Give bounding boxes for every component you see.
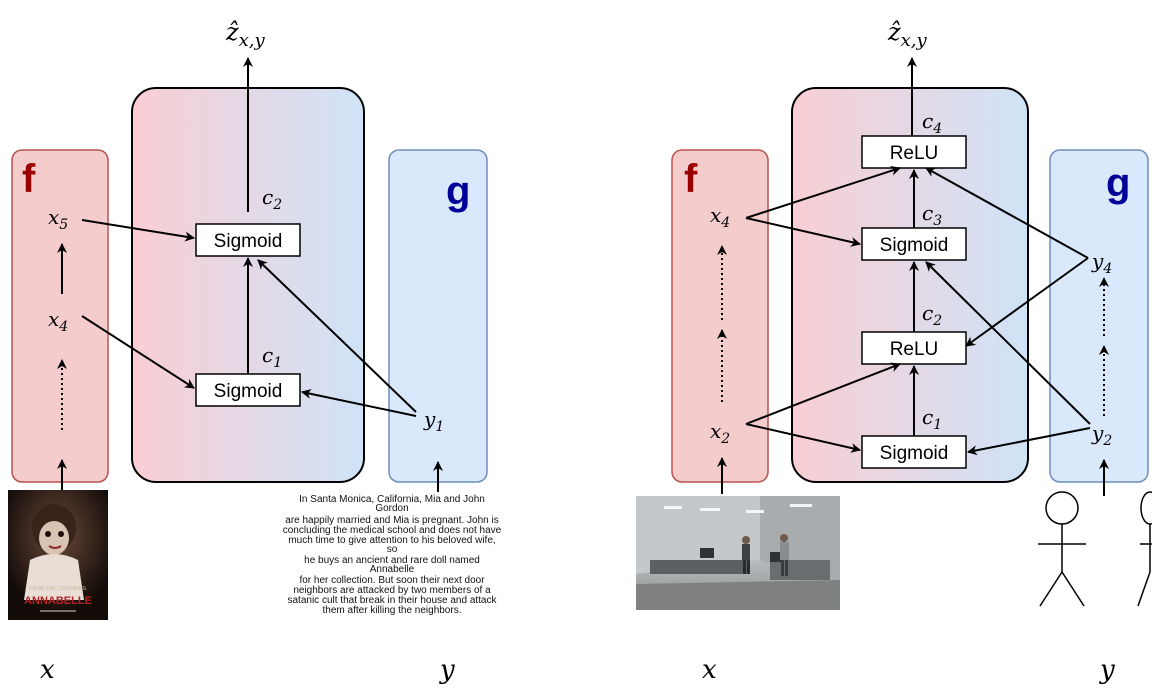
y4-to-relu-mid-arrow — [965, 257, 1089, 347]
relu-node-top-label: ReLU — [890, 143, 939, 164]
y1-to-sigmoid-top-arrow — [257, 259, 417, 413]
sigmoid-node-bottom-label: Sigmoid — [880, 443, 949, 464]
x4-label: x4 — [710, 203, 730, 231]
plot-line: are happily married and Mia is pregnant.… — [285, 515, 498, 526]
plot-line: Annabelle — [370, 564, 415, 575]
plot-line: concluding the medical school and does n… — [283, 525, 502, 536]
y-label: y — [439, 655, 455, 685]
sigmoid-node-bottom-label: Sigmoid — [214, 381, 283, 402]
c2-label: c2 — [922, 301, 942, 329]
plot-line: neighbors are attacked by two members of… — [293, 585, 491, 596]
c2-label: c2 — [262, 185, 282, 213]
svg-text:ANNABELLE: ANNABELLE — [24, 595, 92, 607]
c3-label: c3 — [922, 201, 942, 229]
x4-to-sigmoid-arrow — [81, 315, 195, 389]
skeleton-figure-right — [1137, 491, 1152, 607]
skeleton-figure-left — [1038, 491, 1086, 607]
x-label: x — [40, 655, 55, 685]
plot-line: them after killing the neighbors. — [323, 605, 462, 616]
svg-text:FROM THE CONJURING: FROM THE CONJURING — [29, 586, 86, 592]
plot-line: much time to give attention to his belov… — [288, 535, 495, 546]
x2-to-sigmoid-bottom-arrow — [745, 423, 861, 453]
x2-to-relu-mid-arrow — [745, 362, 901, 425]
f-label: f — [22, 157, 36, 201]
g-label: g — [446, 169, 470, 213]
c1-label: c1 — [922, 405, 942, 433]
right-diagram: f g ẑx,y ReLU Sigmoid ReLU Sigmoid c4 c3… — [636, 18, 1152, 685]
sigmoid-node-mid-label: Sigmoid — [880, 235, 949, 256]
y1-label: y1 — [423, 407, 444, 435]
sigmoid-node-top — [195, 223, 301, 257]
plot-line: so — [387, 544, 398, 555]
output-label: ẑx,y — [225, 18, 266, 51]
y1-to-sigmoid-bottom-arrow — [301, 388, 417, 417]
output-label: ẑx,y — [887, 18, 928, 51]
y4-to-relu-top-arrow — [925, 167, 1089, 259]
plot-line: for her collection. But soon their next … — [299, 575, 485, 586]
x5-label: x5 — [48, 205, 68, 233]
room-photo-image — [636, 496, 840, 610]
movie-poster-image: FROM THE CONJURING ANNABELLE — [8, 490, 108, 620]
c1-label: c1 — [262, 343, 282, 371]
c4-label: c4 — [922, 109, 942, 137]
plot-line: he buys an ancient and rare doll named — [304, 555, 480, 566]
f-label: f — [684, 157, 698, 201]
g-label: g — [1106, 161, 1130, 205]
relu-node-top — [861, 135, 967, 169]
y2-to-sigmoid-mid-arrow — [925, 261, 1091, 425]
x-label: x — [702, 655, 717, 685]
g-box — [1049, 149, 1149, 483]
x5-to-sigmoid-arrow — [81, 219, 195, 242]
y-label: y — [1099, 655, 1115, 685]
plot-line: Gordon — [375, 503, 408, 514]
sigmoid-node-bottom — [861, 435, 967, 469]
y2-label: y2 — [1091, 421, 1112, 449]
left-diagram: f g ẑx,y Sigmoid Sigmoid c2 c1 x5 x4 y1 — [8, 18, 502, 685]
relu-node-mid-label: ReLU — [890, 339, 939, 360]
plot-line: satanic cult that break in their house a… — [287, 595, 497, 606]
relu-node-mid — [861, 331, 967, 365]
f-box — [11, 149, 109, 483]
y2-to-sigmoid-bottom-arrow — [967, 427, 1091, 456]
plot-description-text: In Santa Monica, California, Mia and Joh… — [283, 494, 502, 616]
x4-to-sigmoid-mid-arrow — [745, 217, 861, 247]
f-box — [671, 149, 769, 483]
x4-label: x4 — [48, 307, 68, 335]
plot-line: In Santa Monica, California, Mia and Joh… — [299, 494, 485, 505]
y4-label: y4 — [1091, 249, 1112, 277]
x4-to-relu-top-arrow — [745, 166, 901, 219]
sigmoid-node-top-label: Sigmoid — [214, 231, 283, 252]
x2-label: x2 — [710, 419, 730, 447]
